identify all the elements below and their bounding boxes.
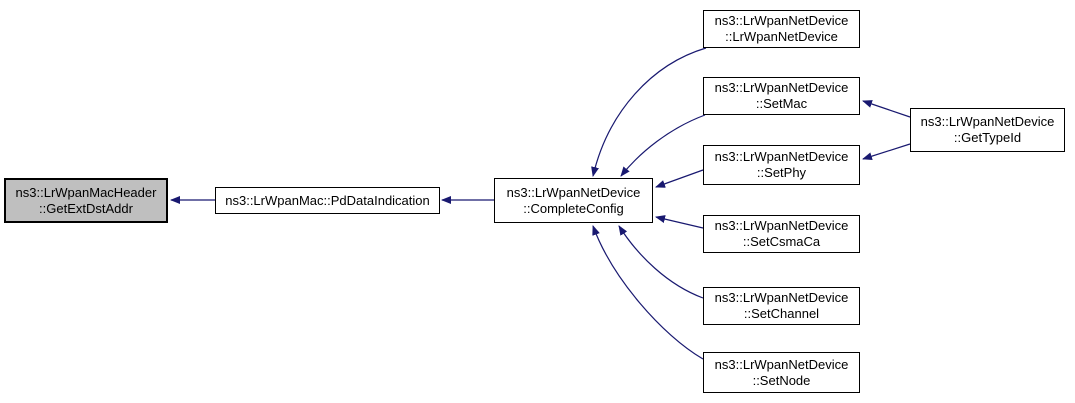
node-set-csma-ca[interactable]: ns3::LrWpanNetDevice ::SetCsmaCa [703,215,860,253]
edge-setnode-completeconfig [592,225,704,360]
node-label-line2: ::SetChannel [743,306,820,321]
node-get-ext-dst-addr: ns3::LrWpanMacHeader ::GetExtDstAddr [4,178,168,223]
node-complete-config[interactable]: ns3::LrWpanNetDevice ::CompleteConfig [494,178,653,223]
node-label-line2: ::SetMac [755,96,808,111]
edge-setcsmaca-completeconfig [655,215,704,229]
node-label-line2: ::CompleteConfig [523,200,624,216]
node-set-phy[interactable]: ns3::LrWpanNetDevice ::SetPhy [703,145,860,185]
edge-gettypeid-setphy [862,143,911,161]
node-label-line1: ns3::LrWpanNetDevice [714,80,849,95]
node-label-line2: ::SetCsmaCa [742,234,821,249]
edge-setmac-completeconfig [620,114,706,177]
node-set-channel[interactable]: ns3::LrWpanNetDevice ::SetChannel [703,287,860,325]
node-label-line2: ::SetPhy [756,165,807,180]
node-set-mac[interactable]: ns3::LrWpanNetDevice ::SetMac [703,77,860,115]
edge-setchannel-completeconfig [618,225,704,299]
edge-setphy-completeconfig [655,169,704,188]
node-label-line1: ns3::LrWpanNetDevice [714,149,849,164]
node-label-line2: ::LrWpanNetDevice [725,29,838,44]
node-label-line1: ns3::LrWpanNetDevice [714,13,849,28]
node-label-line1: ns3::LrWpanNetDevice [506,184,641,200]
node-get-type-id[interactable]: ns3::LrWpanNetDevice ::GetTypeId [910,108,1065,152]
node-label-line1: ns3::LrWpanNetDevice [714,356,849,372]
node-label-line1: ns3::LrWpanNetDevice [920,114,1055,129]
node-label-line1: ns3::LrWpanMacHeader [15,184,157,200]
node-lr-wpan-net-device[interactable]: ns3::LrWpanNetDevice ::LrWpanNetDevice [703,10,860,48]
node-label-line1: ns3::LrWpanMac::PdDataIndication [225,192,430,208]
node-label-line2: ::SetNode [752,372,811,388]
node-label-line2: ::GetExtDstAddr [39,200,133,216]
node-pd-data-indication[interactable]: ns3::LrWpanMac::PdDataIndication [215,187,440,214]
node-label-line1: ns3::LrWpanNetDevice [714,218,849,233]
node-label-line2: ::GetTypeId [953,130,1022,145]
edge-gettypeid-setmac [862,100,911,118]
edge-lrwpannetdevice-completeconfig [591,47,707,177]
node-set-node[interactable]: ns3::LrWpanNetDevice ::SetNode [703,352,860,393]
node-label-line1: ns3::LrWpanNetDevice [714,290,849,305]
